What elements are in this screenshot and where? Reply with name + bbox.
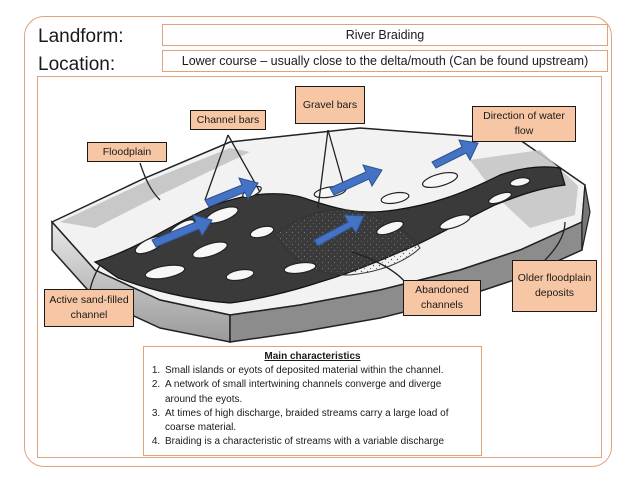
block-end-face [581,184,591,251]
landform-title: River Braiding [345,28,425,42]
flow-arrow-5 [431,139,479,169]
label-gravel-bars: Gravel bars [295,86,365,124]
label-direction-text: Direction of water flow [483,110,565,137]
location-heading: Location: [38,54,116,75]
leader-lines [89,129,566,291]
label-active-sand-text: Active sand-filled channel [49,294,129,321]
flow-arrows [151,139,479,248]
label-direction: Direction of water flow [472,106,576,142]
label-older-floodplain: Older floodplain deposits [512,260,597,312]
landform-title-box: River Braiding [162,24,608,46]
label-channel-bars: Channel bars [190,110,266,130]
flow-arrow-3 [329,164,383,196]
floodplain-shading [60,148,250,228]
label-gravel-bars-text: Gravel bars [302,98,358,111]
characteristics-list: Small islands or eyots of deposited mate… [150,364,475,449]
location-box: Lower course – usually close to the delt… [162,50,608,72]
location-text: Lower course – usually close to the delt… [181,54,589,68]
characteristic-item: Braiding is a characteristic of streams … [163,435,475,449]
characteristic-item: A network of small intertwining channels… [163,378,475,406]
characteristics-box: Main characteristics Small islands or ey… [143,346,482,456]
characteristic-item: Small islands or eyots of deposited mate… [163,364,475,378]
flow-arrow-1 [151,214,213,248]
flow-arrow-4 [313,214,365,247]
landform-heading: Landform: [38,26,124,47]
label-abandoned-text: Abandoned channels [415,284,469,311]
label-abandoned: Abandoned channels [403,280,481,316]
label-older-floodplain-text: Older floodplain deposits [517,272,592,299]
label-channel-bars-text: Channel bars [196,113,260,126]
label-active-sand: Active sand-filled channel [44,289,134,327]
diagram-frame [37,76,602,458]
flow-arrow-2 [204,177,259,208]
label-floodplain-text: Floodplain [102,145,152,158]
label-floodplain: Floodplain [87,142,167,162]
characteristic-item: At times of high discharge, braided stre… [163,407,475,435]
slide-frame [24,16,612,467]
characteristics-title: Main characteristics [264,351,361,362]
